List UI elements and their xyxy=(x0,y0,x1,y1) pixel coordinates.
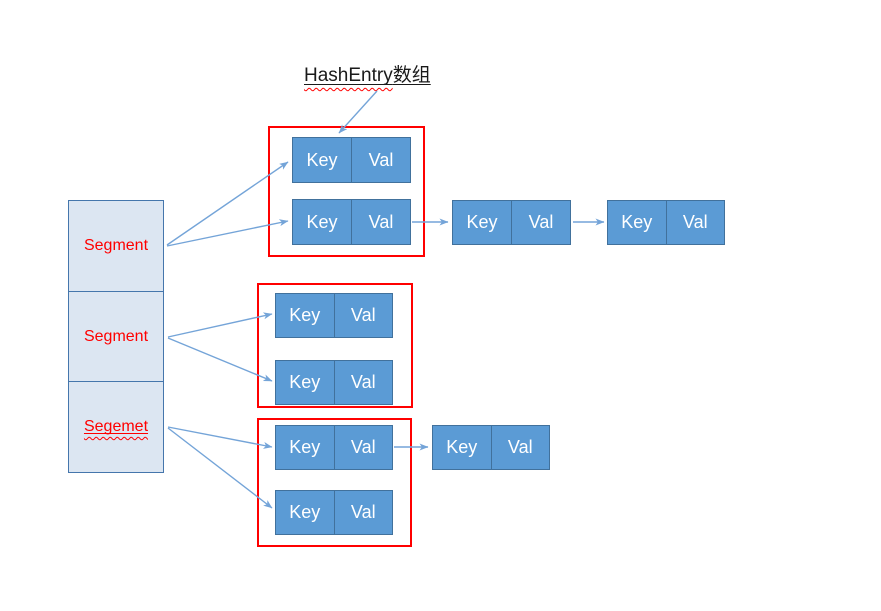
segment-label-underlined: Segemet xyxy=(84,418,148,436)
segment-cell-3: Segemet xyxy=(69,381,163,472)
hashentry-node: Key Val xyxy=(275,293,393,338)
hashentry-node: Key Val xyxy=(452,200,571,245)
segment-cell-1: Segment xyxy=(69,201,163,291)
hashentry-node: Key Val xyxy=(275,360,393,405)
val-cell: Val xyxy=(350,305,376,325)
key-cell: Key xyxy=(276,491,335,534)
hashentry-node: Key Val xyxy=(432,425,550,470)
key-cell: Key xyxy=(433,426,492,469)
hashentry-node: Key Val xyxy=(292,137,411,183)
key-cell: Key xyxy=(453,201,512,244)
val-cell: Val xyxy=(528,212,554,232)
segment-array: Segment Segment Segemet xyxy=(68,200,164,473)
key-cell: Key xyxy=(293,200,352,244)
val-cell: Val xyxy=(350,437,376,457)
segment-cell-2: Segment xyxy=(69,290,163,382)
val-cell: Val xyxy=(350,502,376,522)
key-cell: Key xyxy=(276,361,335,404)
hashentry-node: Key Val xyxy=(275,490,393,535)
val-cell: Val xyxy=(507,437,533,457)
key-cell: Key xyxy=(276,294,335,337)
hashentry-node: Key Val xyxy=(275,425,393,470)
val-cell: Val xyxy=(682,212,708,232)
segment-label-spellcheck: Segemet xyxy=(83,418,149,436)
hashentry-node: Key Val xyxy=(292,199,411,245)
key-cell: Key xyxy=(276,426,335,469)
title-cjk: 数组 xyxy=(392,65,431,86)
hashentry-node: Key Val xyxy=(607,200,725,245)
title-latin-spellcheck: HashEntry xyxy=(304,65,393,86)
segment-label: Segment xyxy=(83,327,149,345)
val-cell: Val xyxy=(368,211,394,232)
val-cell: Val xyxy=(368,149,394,170)
page-title: HashEntry数组 xyxy=(304,60,431,87)
val-cell: Val xyxy=(350,372,376,392)
segment-label: Segment xyxy=(83,236,149,254)
title-underlined: HashEntry数组 xyxy=(304,65,431,86)
key-cell: Key xyxy=(608,201,667,244)
key-cell: Key xyxy=(293,138,352,182)
